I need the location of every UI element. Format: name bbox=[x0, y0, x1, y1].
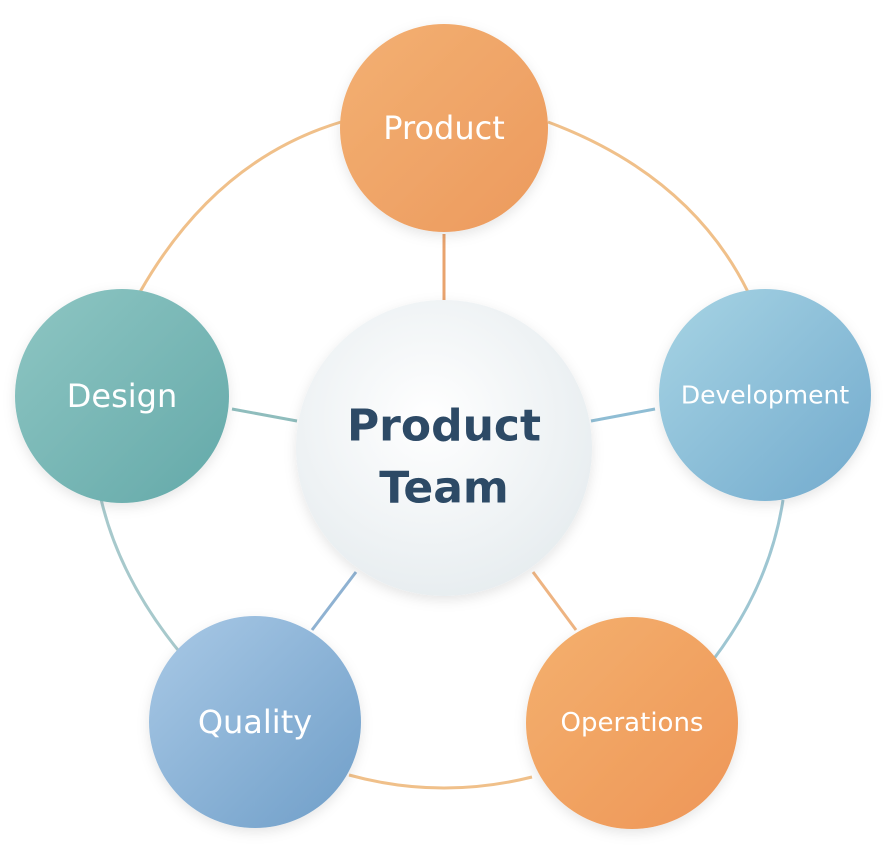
node-design[interactable]: Design bbox=[15, 289, 229, 503]
spoke-operations bbox=[531, 571, 578, 631]
node-quality-label: Quality bbox=[198, 703, 312, 741]
node-operations[interactable]: Operations bbox=[526, 617, 738, 829]
center-title-line1: Product bbox=[347, 401, 541, 452]
node-development[interactable]: Development bbox=[659, 289, 871, 501]
ring-arc-product-development bbox=[547, 120, 750, 293]
ring-arc-quality-design bbox=[99, 498, 184, 656]
spoke-design bbox=[231, 407, 298, 423]
ring-arc-design-product bbox=[138, 120, 342, 293]
spoke-quality bbox=[310, 571, 358, 631]
spoke-development bbox=[590, 407, 656, 423]
center-node[interactable]: Product Team bbox=[296, 300, 592, 596]
node-product[interactable]: Product bbox=[340, 24, 548, 232]
node-design-label: Design bbox=[67, 377, 177, 415]
ring-arc-operations-quality bbox=[348, 773, 533, 790]
node-development-label: Development bbox=[681, 381, 849, 410]
node-operations-label: Operations bbox=[561, 708, 704, 738]
node-quality[interactable]: Quality bbox=[149, 616, 361, 828]
center-title-line2: Team bbox=[379, 463, 509, 514]
ring-arc-development-operations bbox=[711, 499, 785, 661]
node-product-label: Product bbox=[383, 109, 505, 147]
